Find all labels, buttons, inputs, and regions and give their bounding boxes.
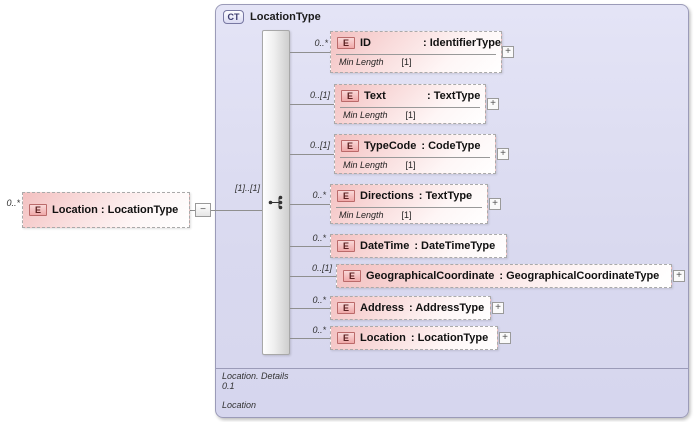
cardinality-label: 0..*: [312, 295, 326, 305]
expand-button-id[interactable]: +: [502, 46, 514, 58]
element-type: : AddressType: [409, 302, 485, 314]
footer-line-3: Location: [222, 400, 257, 410]
facet-value: [1]: [401, 57, 412, 67]
expand-button-text[interactable]: +: [487, 98, 499, 110]
footer-line-1: Location. Details: [222, 371, 289, 381]
cardinality-label: 0..*: [314, 38, 328, 48]
element-icon: E: [337, 37, 355, 49]
facet-value: [1]: [401, 210, 412, 220]
element-name: Text: [364, 90, 386, 102]
element-name: Location: [360, 332, 406, 344]
plus-icon: +: [500, 148, 506, 159]
element-icon: E: [343, 270, 361, 282]
footer-divider: [215, 368, 689, 369]
connector: [290, 52, 330, 53]
element-text[interactable]: E Text : TextType Min Length [1]: [334, 84, 486, 124]
element-directions[interactable]: E Directions : TextType Min Length [1]: [330, 184, 488, 224]
plus-icon: +: [505, 46, 511, 57]
complex-type-icon: CT: [223, 10, 244, 24]
connector: [290, 104, 334, 105]
element-id[interactable]: E ID : IdentifierType Min Length [1]: [330, 31, 502, 73]
root-element-label: Location : LocationType: [52, 204, 179, 216]
element-type: : CodeType: [421, 140, 481, 152]
plus-icon: +: [495, 302, 501, 313]
facet-value: [1]: [405, 160, 416, 170]
facet-value: [1]: [405, 110, 416, 120]
cardinality-label: 0..*: [312, 325, 326, 335]
element-name: Directions: [360, 190, 414, 202]
connector: [290, 338, 330, 339]
facet-row: Min Length [1]: [336, 207, 482, 220]
element-name: GeographicalCoordinate: [366, 270, 495, 282]
facet-name: Min Length: [343, 110, 388, 120]
element-type: : LocationType: [410, 332, 489, 344]
element-typecode[interactable]: E TypeCode : CodeType Min Length [1]: [334, 134, 496, 174]
root-cardinality: 0..*: [6, 198, 20, 208]
cardinality-label: 0..[1]: [309, 140, 330, 150]
footer-line-2: 0.1: [222, 381, 235, 391]
collapse-toggle[interactable]: −: [195, 203, 211, 217]
element-icon: E: [337, 190, 355, 202]
facet-row: Min Length [1]: [336, 54, 496, 67]
complex-type-title: LocationType: [250, 11, 321, 23]
facet-name: Min Length: [339, 210, 384, 220]
element-icon: E: [337, 240, 355, 252]
element-geographicalcoordinate[interactable]: E GeographicalCoordinate : GeographicalC…: [336, 264, 672, 288]
expand-button-typecode[interactable]: +: [497, 148, 509, 160]
plus-icon: +: [492, 198, 498, 209]
connector: [290, 308, 330, 309]
element-name: TypeCode: [364, 140, 417, 152]
element-type: : IdentifierType: [423, 37, 502, 49]
element-icon: E: [337, 332, 355, 344]
facet-name: Min Length: [339, 57, 384, 67]
cardinality-label: 0..[1]: [311, 263, 332, 273]
facet-name: Min Length: [343, 160, 388, 170]
plus-icon: +: [502, 332, 508, 343]
connector: [290, 154, 334, 155]
cardinality-label: 0..*: [312, 233, 326, 243]
connector: [290, 204, 330, 205]
element-location-root[interactable]: E Location : LocationType: [22, 192, 190, 228]
element-name: Address: [360, 302, 405, 314]
cardinality-label: 0..*: [312, 190, 326, 200]
element-datetime[interactable]: E DateTime : DateTimeType: [330, 234, 507, 258]
element-type: : TextType: [427, 90, 481, 102]
element-name: DateTime: [360, 240, 410, 252]
connector-sequence: [215, 210, 262, 211]
sequence-indicator[interactable]: [262, 30, 290, 355]
element-type: : TextType: [418, 190, 473, 202]
expand-button-location[interactable]: +: [499, 332, 511, 344]
facet-row: Min Length [1]: [340, 157, 490, 170]
connector: [290, 246, 330, 247]
element-icon: E: [341, 140, 359, 152]
sequence-icon: [268, 195, 285, 215]
element-location-child[interactable]: E Location : LocationType: [330, 326, 498, 350]
element-icon: E: [337, 302, 355, 314]
plus-icon: +: [676, 270, 682, 281]
element-type: : GeographicalCoordinateType: [499, 270, 660, 282]
connector: [290, 276, 336, 277]
facet-row: Min Length [1]: [340, 107, 480, 120]
element-address[interactable]: E Address : AddressType: [330, 296, 491, 320]
element-icon: E: [341, 90, 359, 102]
cardinality-label: 0..[1]: [309, 90, 330, 100]
minus-icon: −: [200, 204, 206, 215]
expand-button-directions[interactable]: +: [489, 198, 501, 210]
expand-button-geographicalcoordinate[interactable]: +: [673, 270, 685, 282]
sequence-cardinality: [1]..[1]: [234, 183, 260, 193]
element-type: : DateTimeType: [414, 240, 496, 252]
element-icon: E: [29, 204, 47, 216]
expand-button-address[interactable]: +: [492, 302, 504, 314]
plus-icon: +: [490, 98, 496, 109]
element-name: ID: [360, 37, 371, 49]
